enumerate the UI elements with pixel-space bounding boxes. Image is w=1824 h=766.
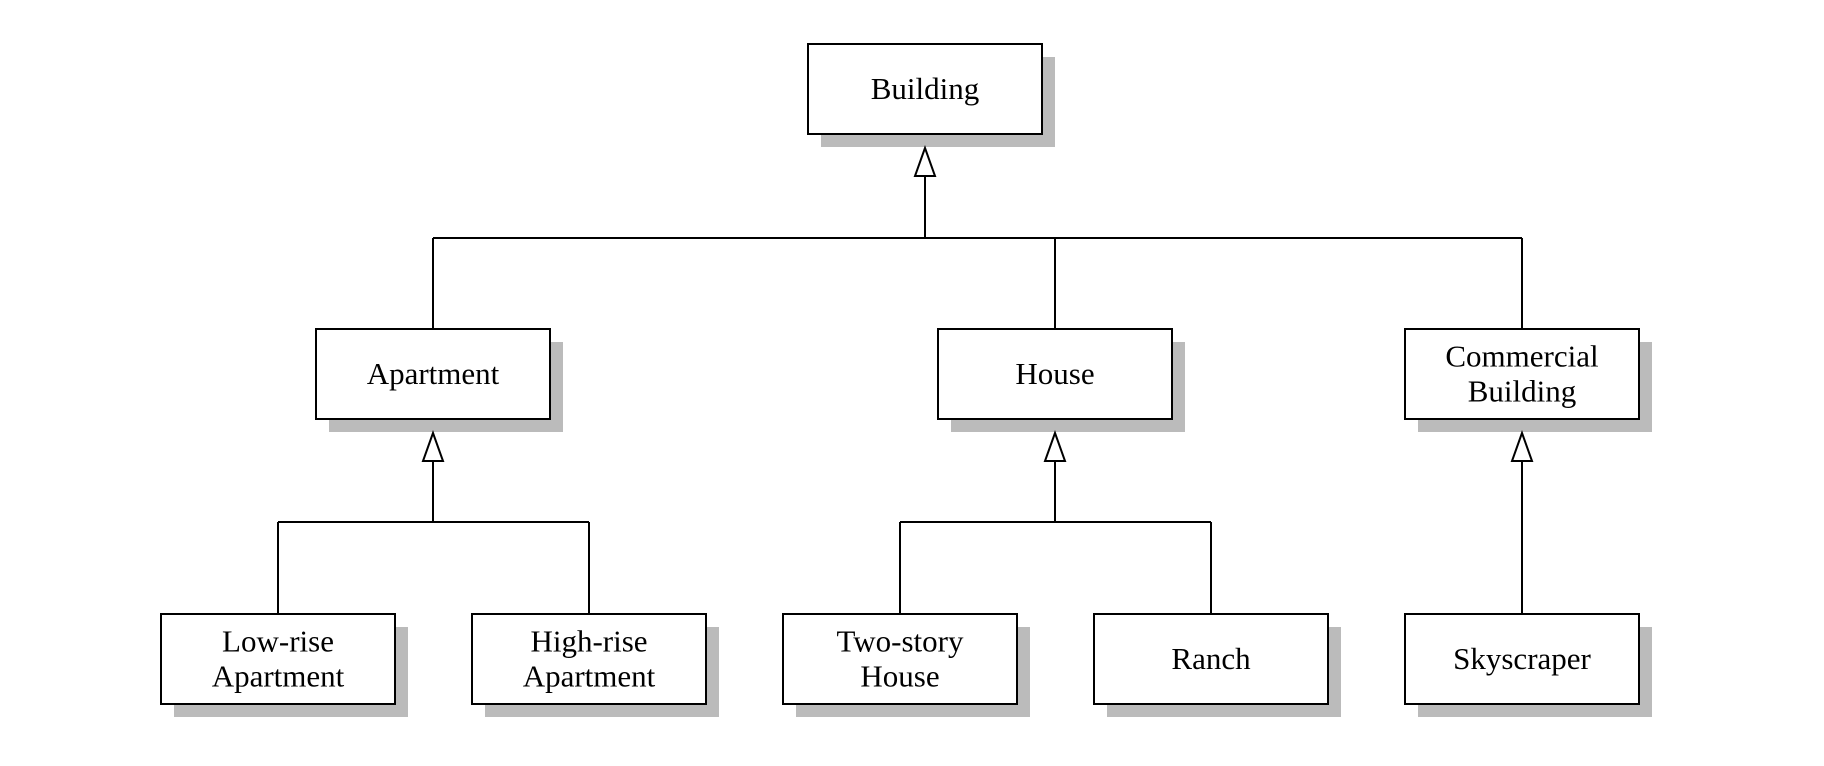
- commercial-building-inheritance-arrowhead: [1510, 430, 1534, 462]
- ranch-box-frame: [1093, 613, 1329, 705]
- low-rise-apartment-box-frame: [160, 613, 396, 705]
- ranch-box: Ranch: [1093, 613, 1329, 705]
- building-box: Building: [807, 43, 1043, 135]
- house-box-frame: [937, 328, 1173, 420]
- ranch-label-line-1: Ranch: [1171, 641, 1251, 676]
- commercial-building-label-line-1: Commercial: [1445, 339, 1598, 374]
- connectors: [277, 145, 1534, 614]
- skyscraper-box-frame: [1404, 613, 1640, 705]
- skyscraper-label-line-1: Skyscraper: [1453, 641, 1591, 676]
- house-box: House: [937, 328, 1173, 420]
- commercial-building-label-line-2: Building: [1468, 374, 1577, 409]
- apartment-box: Apartment: [315, 328, 551, 420]
- house-label-line-1: House: [1015, 356, 1094, 391]
- building-label-line-1: Building: [871, 71, 980, 106]
- apartment-inheritance-arrowhead: [421, 430, 445, 462]
- low-rise-apartment-label-line-1: Low-rise: [222, 624, 334, 659]
- apartment-box-frame: [315, 328, 551, 420]
- house-inheritance-arrowhead: [1043, 430, 1067, 462]
- low-rise-apartment-label-line-2: Apartment: [212, 659, 345, 694]
- high-rise-apartment-label-line-1: High-rise: [530, 624, 647, 659]
- building-inheritance-arrowhead: [913, 145, 937, 177]
- commercial-building-box-frame: [1404, 328, 1640, 420]
- two-story-house-label-line-2: House: [860, 659, 939, 694]
- two-story-house-label-line-1: Two-story: [837, 624, 964, 659]
- two-story-house-box-frame: [782, 613, 1018, 705]
- skyscraper-box: Skyscraper: [1404, 613, 1640, 705]
- apartment-label-line-1: Apartment: [367, 356, 500, 391]
- high-rise-apartment-box-frame: [471, 613, 707, 705]
- building-box-frame: [807, 43, 1043, 135]
- high-rise-apartment-label-line-2: Apartment: [523, 659, 656, 694]
